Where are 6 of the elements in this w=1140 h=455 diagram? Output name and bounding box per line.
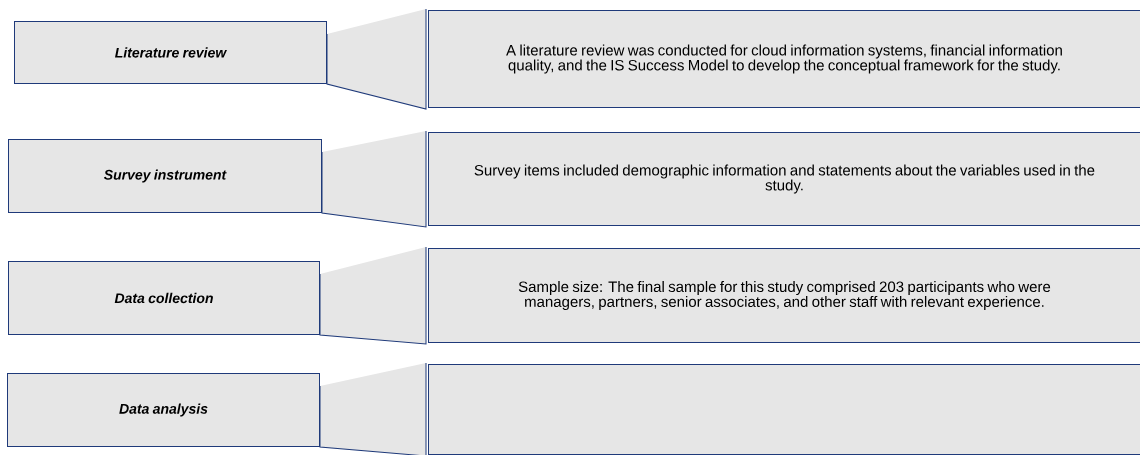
step-box: Literature review	[14, 21, 327, 84]
funnel-connector	[319, 362, 427, 455]
description-box	[428, 364, 1140, 455]
funnel-connector	[319, 246, 427, 345]
funnel-connector	[326, 8, 427, 110]
funnel-connector	[321, 130, 427, 228]
